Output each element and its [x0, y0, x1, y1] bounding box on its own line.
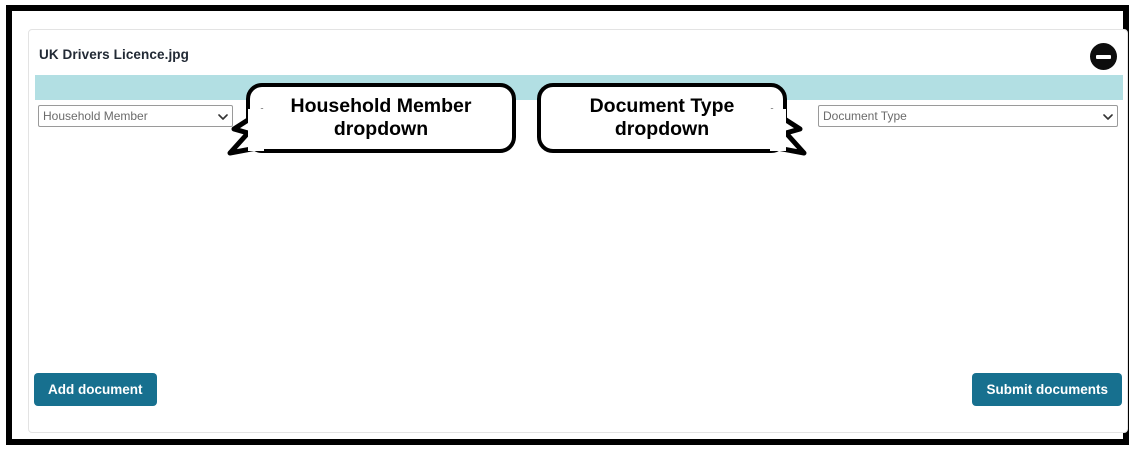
- document-type-dropdown-wrapper: Document Type: [818, 105, 1118, 127]
- add-document-button[interactable]: Add document: [34, 373, 157, 406]
- minus-circle-icon[interactable]: [1090, 43, 1117, 70]
- document-type-annotation-callout: Document Type dropdown: [537, 83, 787, 153]
- household-member-annotation-callout: Household Member dropdown: [246, 83, 516, 153]
- household-member-select[interactable]: Household Member: [38, 105, 233, 127]
- callout-tail-left-icon: [227, 108, 264, 156]
- page-title: UK Drivers Licence.jpg: [39, 47, 190, 62]
- household-member-dropdown-wrapper: Household Member: [38, 105, 233, 127]
- callout-tail-right-icon: [770, 108, 807, 156]
- outer-highlight-frame: UK Drivers Licence.jpg Household Member: [6, 5, 1129, 445]
- document-type-select[interactable]: Document Type: [818, 105, 1118, 127]
- submit-documents-button[interactable]: Submit documents: [972, 373, 1122, 406]
